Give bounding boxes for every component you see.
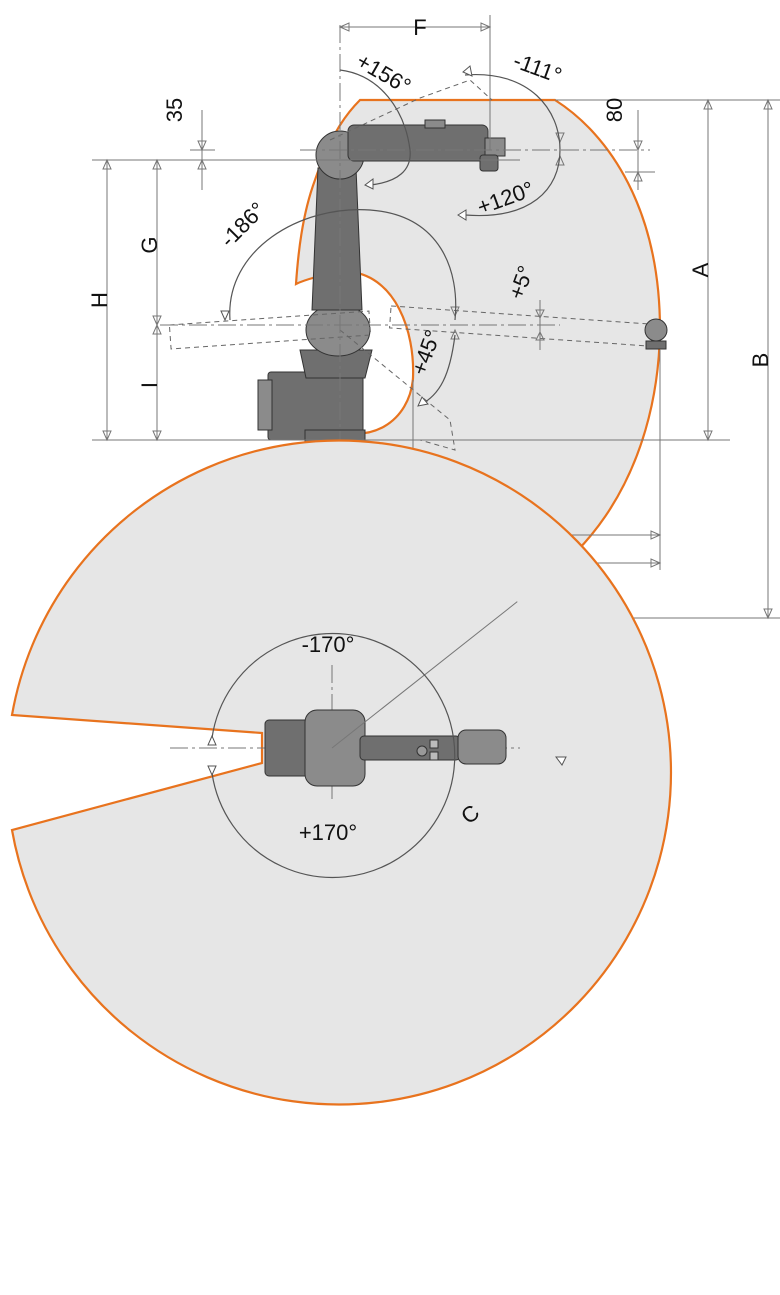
top-view-robot [264, 709, 507, 787]
dim-label-A: A [688, 262, 713, 277]
top-view: C -170° +170° [10, 439, 673, 1106]
angle-label-minus111: -111° [510, 48, 565, 88]
top-view-angle-plus170: +170° [299, 820, 357, 845]
dim-value-35: 35 [162, 98, 187, 122]
dim-label-I: I [137, 382, 162, 388]
dim-label-H: H [87, 292, 112, 308]
dim-label-B: B [748, 353, 773, 368]
wrist-flange-icon [644, 318, 668, 342]
top-view-angle-minus170: -170° [302, 632, 355, 657]
dim-label-G: G [137, 236, 162, 253]
angle-arcs [220, 65, 561, 407]
dim-value-80: 80 [602, 98, 627, 122]
dim-label-F: F [413, 15, 426, 40]
angle-label-minus186: -186° [215, 197, 270, 252]
